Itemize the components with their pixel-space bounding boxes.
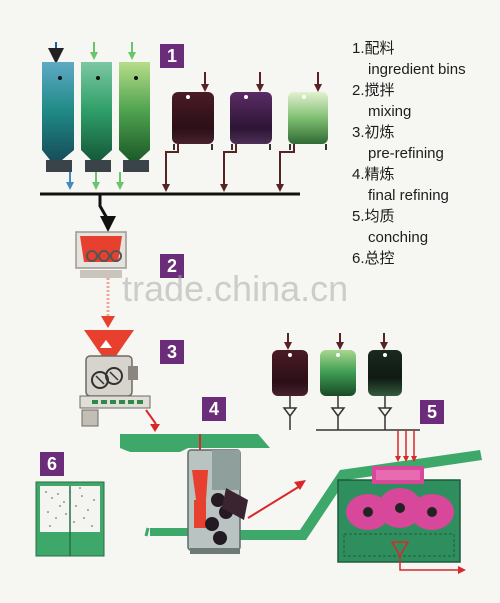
legend-step-1-en: ingredient bins (368, 61, 466, 78)
svg-text:6: 6 (47, 454, 57, 474)
svg-text:2: 2 (167, 256, 177, 276)
svg-text:5: 5 (427, 402, 437, 422)
purple-tank (230, 92, 272, 144)
ingredient-bins (42, 42, 150, 190)
legend-step-4-zh: 4.精炼 (352, 166, 395, 183)
lime-bin (119, 62, 150, 160)
badge-3: 3 (160, 340, 184, 364)
dark-red-tank (172, 92, 214, 144)
green-bin (81, 62, 112, 160)
badge-2: 2 (160, 254, 184, 278)
conveyor-bottom (216, 450, 482, 540)
badge-6: 6 (40, 452, 64, 476)
watermark: trade.china.cn (122, 268, 349, 309)
light-green-tank (288, 92, 328, 144)
legend-step-2-zh: 2.搅拌 (352, 82, 395, 99)
legend-step-3-zh: 3.初炼 (352, 124, 395, 141)
svg-text:3: 3 (167, 342, 177, 362)
svg-text:4: 4 (209, 399, 219, 419)
pre-refiner (79, 330, 151, 427)
heated-tanks (162, 72, 328, 192)
legend-step-5-zh: 5.均质 (352, 208, 395, 225)
conche (337, 466, 466, 574)
mixer (75, 231, 127, 278)
badge-1: 1 (160, 44, 184, 68)
final-refiner (187, 434, 248, 554)
step-legend: 1.配料 ingredient bins 2.搅拌 mixing 3.初炼 pr… (352, 38, 498, 269)
svg-text:1: 1 (167, 46, 177, 66)
badge-5: 5 (420, 400, 444, 424)
conveyor-top (120, 434, 270, 452)
legend-step-3-en: pre-refining (368, 145, 444, 162)
legend-step-6-zh: 6.总控 (352, 250, 395, 267)
badge-4: 4 (202, 397, 226, 421)
legend-step-5-en: conching (368, 229, 429, 246)
legend-step-1-zh: 1.配料 (352, 40, 395, 57)
control-cabinet (35, 481, 105, 557)
legend-step-4-en: final refining (368, 187, 449, 204)
feed-tanks (272, 333, 420, 462)
teal-bin (42, 62, 74, 160)
legend-step-2-en: mixing (368, 103, 412, 120)
